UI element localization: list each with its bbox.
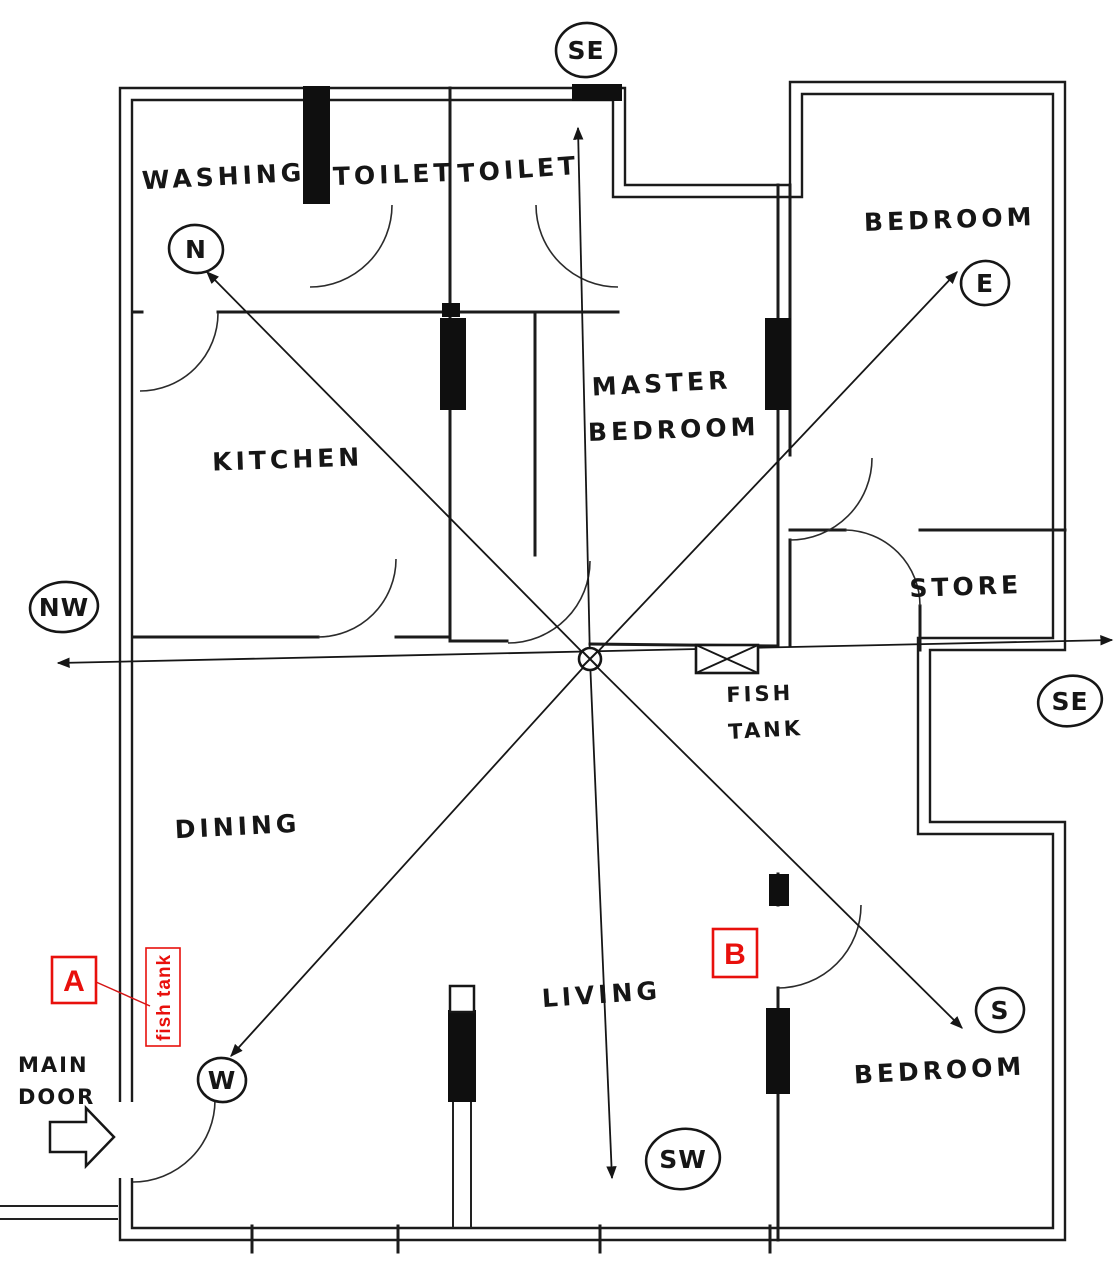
compass-n-circle (167, 223, 225, 275)
marker-a-box (50, 955, 98, 1005)
compass-nw-circle (28, 580, 100, 634)
compass-se-right-circle (1036, 674, 1104, 728)
room-label-washing: WASHING (141, 158, 306, 196)
compass-se-top-circle (554, 21, 618, 79)
sight-line-e (589, 271, 958, 661)
fish-tank-note-label: fish tank (154, 954, 175, 1041)
main-door-label-line1: MAIN (18, 1053, 89, 1077)
compass-sw-circle (644, 1127, 722, 1191)
fish-tank-label: FISH TANK (726, 681, 804, 744)
sight-line-n (206, 271, 591, 661)
fish-tank-note-frame (145, 947, 181, 1047)
fish-tank-symbol (694, 643, 760, 675)
compass-sw-label: SW (659, 1145, 707, 1174)
main-door-annotation: MAIN DOOR (18, 1053, 116, 1170)
compass-n-label: N (185, 235, 207, 264)
room-label-kitchen: KITCHEN (212, 442, 364, 476)
wall-blocks (303, 84, 791, 1102)
room-label-toilet-left: TOILET (332, 158, 455, 191)
sight-line-w (230, 659, 591, 1057)
compass-e-circle (959, 259, 1011, 307)
room-label-bedroom-se: BEDROOM (853, 1052, 1026, 1090)
room-label-store: STORE (909, 570, 1023, 603)
red-annotations: A B fish tank (50, 927, 759, 1047)
marker-b-label: B (724, 938, 746, 971)
room-label-master-line2: BEDROOM (587, 412, 759, 447)
compass-w-label: W (208, 1066, 237, 1095)
compass-s-label: S (990, 996, 1009, 1025)
sight-line-se-top (573, 126, 591, 661)
marker-b-box (711, 927, 759, 979)
fish-tank-label-line1: FISH (726, 681, 794, 707)
main-door-opening (116, 1102, 136, 1178)
center-mark (577, 646, 603, 672)
room-label-toilet-right: TOILET (457, 151, 580, 188)
room-label-dining: DINING (174, 809, 301, 845)
marker-a-connector-line (95, 981, 151, 1007)
compass-bubbles: SE N E NW SE S SW W (28, 21, 1104, 1191)
compass-nw-label: NW (39, 593, 90, 622)
room-label-living: LIVING (541, 976, 662, 1013)
sight-line-s (589, 659, 963, 1029)
room-label-master-line1: MASTER (591, 365, 732, 401)
compass-e-label: E (976, 269, 994, 298)
room-label-bedroom-ne: BEDROOM (863, 202, 1035, 237)
compass-se-top-label: SE (567, 36, 604, 65)
fish-tank-label-line2: TANK (728, 716, 804, 744)
main-door-label-line2: DOOR (18, 1085, 95, 1109)
main-door-arrow-icon (48, 1104, 116, 1170)
compass-se-right-label: SE (1051, 687, 1088, 716)
compass-w-circle (196, 1056, 248, 1104)
compass-s-circle (974, 986, 1026, 1034)
door-arcs (132, 204, 921, 1183)
sight-line-sw (589, 659, 617, 1180)
marker-a-label: A (63, 965, 85, 998)
